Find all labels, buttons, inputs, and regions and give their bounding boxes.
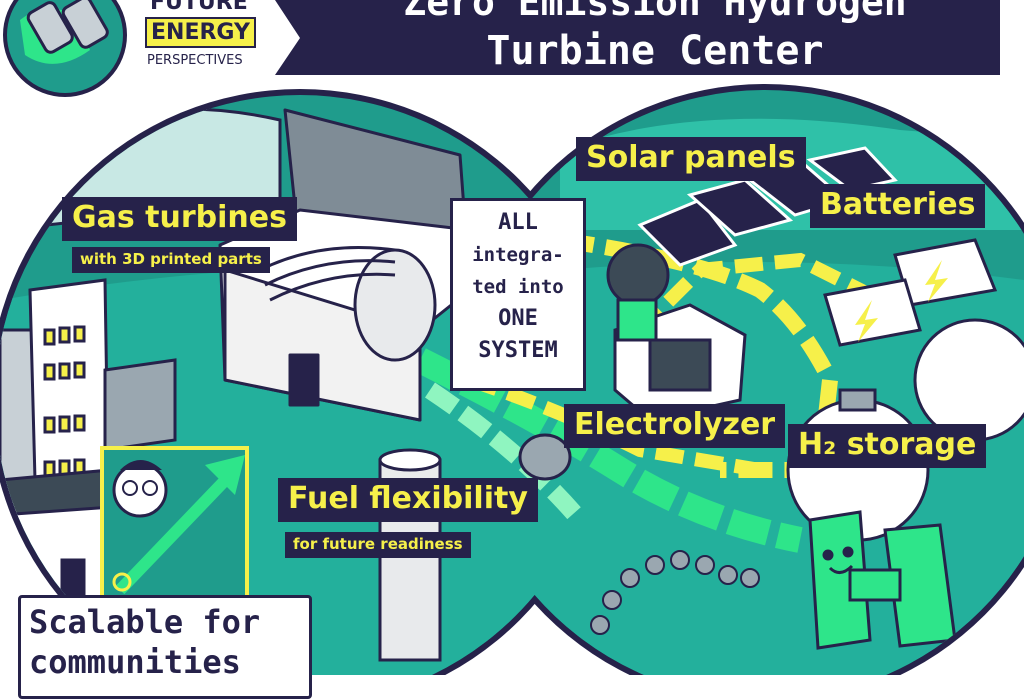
- batteries: [823, 238, 998, 347]
- electrolyzer-unit: [606, 243, 747, 422]
- label-batteries: Batteries: [810, 184, 986, 228]
- label-fuel-flexibility: Fuel flexibility: [278, 478, 538, 522]
- molecule-chain: [590, 550, 760, 635]
- logo-line-future: FUTURE: [150, 0, 248, 15]
- h2-character: [808, 510, 957, 650]
- label-gas-turbines-sub: with 3D printed parts: [72, 247, 270, 273]
- label-gas-turbines: Gas turbines: [62, 197, 297, 241]
- note-integrated-line: SYSTEM: [478, 338, 558, 363]
- logo-badge: [3, 0, 127, 97]
- note-integrated-system: ALL integra- ted into ONE SYSTEM: [450, 198, 586, 391]
- label-electrolyzer: Electrolyzer: [564, 404, 786, 448]
- scalable-person-frame: [100, 446, 249, 600]
- note-scalable-line: communities: [29, 643, 241, 681]
- note-integrated-line: integra-: [472, 244, 564, 266]
- note-integrated-line: ONE: [498, 306, 538, 331]
- banner-title-line1: Zero Emission Hydrogen: [403, 0, 907, 24]
- binoculars-globe-icon: [26, 0, 109, 54]
- note-integrated-line: ted into: [472, 276, 564, 298]
- title-banner-shape: [275, 0, 1000, 75]
- green-flow-arrow: [414, 348, 803, 553]
- label-solar-panels: Solar panels: [576, 137, 806, 181]
- h2-character-text: H₂: [960, 580, 961, 581]
- fuel-tanks: [378, 433, 572, 662]
- note-integrated-line: ALL: [498, 210, 538, 235]
- logo-line-perspectives: PERSPECTIVES: [147, 53, 243, 68]
- label-fuel-flexibility-sub: for future readiness: [285, 532, 471, 558]
- logo-line-energy: ENERGY: [145, 17, 256, 48]
- label-h2-storage: H₂ storage: [788, 424, 987, 468]
- note-scalable-line: Scalable for: [29, 603, 261, 641]
- turbine-hall: [218, 108, 472, 422]
- banner-title-line2: Turbine Center: [486, 28, 824, 74]
- note-scalable: Scalable for communities: [18, 595, 312, 699]
